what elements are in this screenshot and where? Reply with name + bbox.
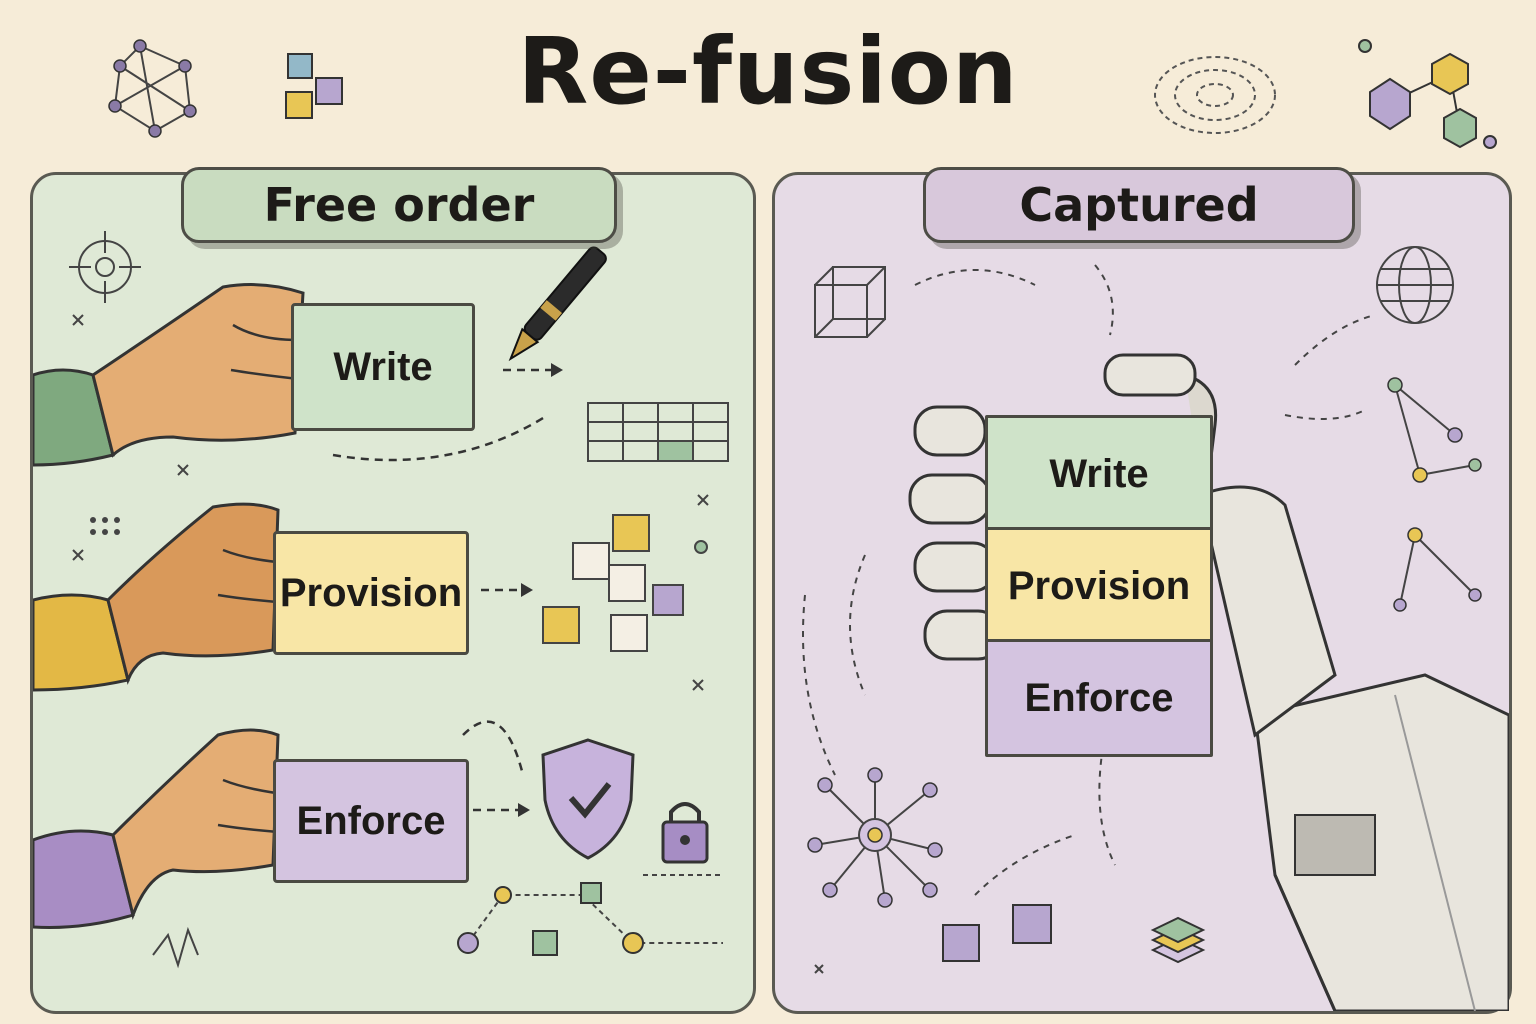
free-order-heading: Free order <box>181 167 617 243</box>
cube-icon <box>285 53 343 119</box>
table-icon <box>587 402 729 462</box>
free-order-panel: Free order Write Provision Enforce <box>30 167 756 1014</box>
panel-decorations <box>33 231 729 969</box>
captured-panel: Captured Write Provision Enforce <box>772 167 1512 1014</box>
stack-provision-card[interactable]: Provision <box>985 527 1213 645</box>
spiral-icon <box>1154 56 1276 134</box>
hand-icon <box>33 283 309 467</box>
captured-card-stack: Write Provision Enforce <box>985 401 1213 761</box>
captured-heading: Captured <box>923 167 1355 243</box>
stack-enforce-card[interactable]: Enforce <box>985 639 1213 757</box>
network-icon <box>108 39 197 138</box>
shield-icon <box>541 738 635 860</box>
lock-icon <box>661 802 709 864</box>
hand-icon <box>33 502 292 692</box>
hand-icon <box>33 728 294 929</box>
page-title: Re-fusion <box>517 18 1019 125</box>
robot-hand-icon <box>908 353 1509 1011</box>
globe-icon <box>1376 246 1454 324</box>
panel-decorations <box>802 246 1509 1011</box>
enforce-card[interactable]: Enforce <box>273 759 469 883</box>
stack-write-card[interactable]: Write <box>985 415 1213 533</box>
provision-card[interactable]: Provision <box>273 531 469 655</box>
write-card[interactable]: Write <box>291 303 475 431</box>
pen-icon <box>508 246 607 362</box>
molecule-icon <box>1358 39 1497 149</box>
